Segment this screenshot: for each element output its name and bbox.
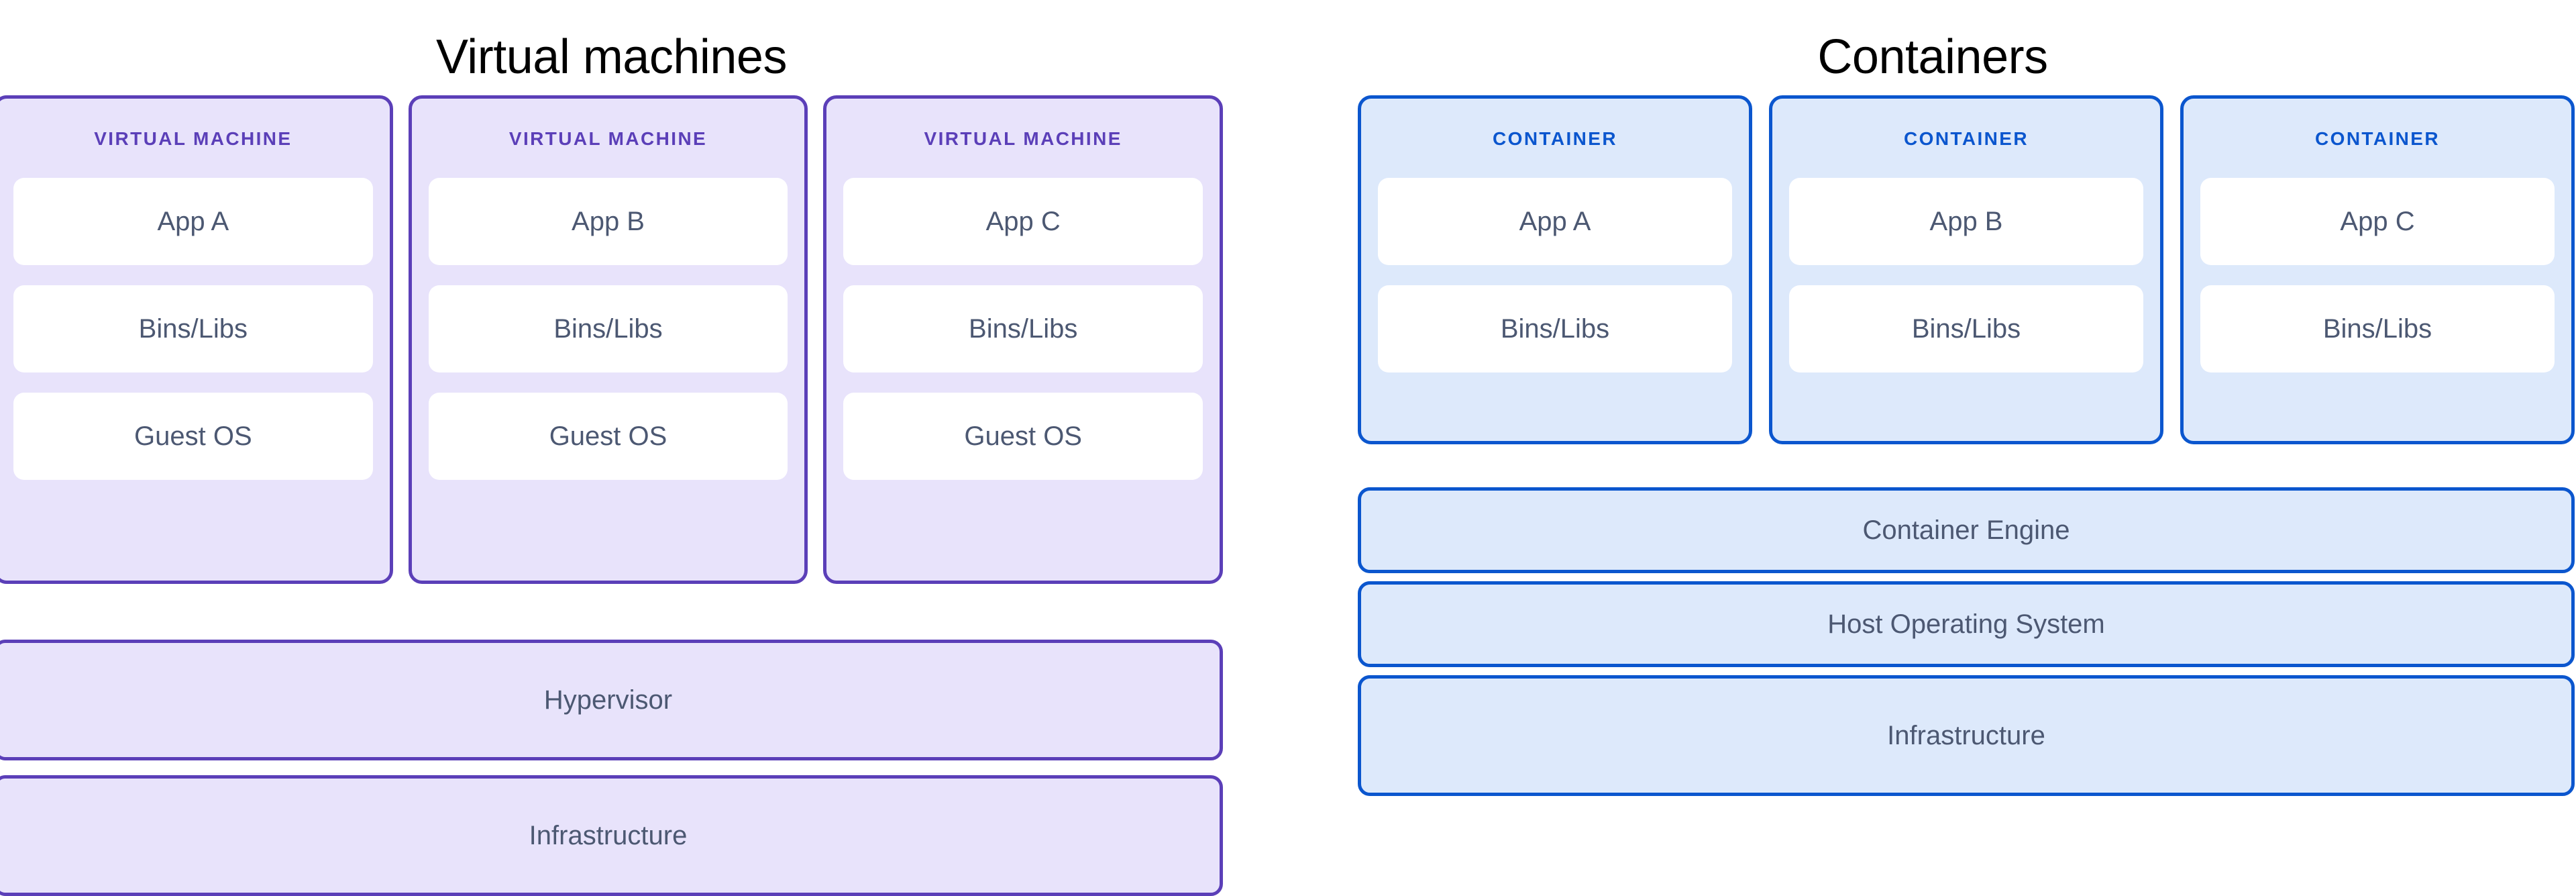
virtual-machine-cards: VIRTUAL MACHINE App A Bins/Libs Guest OS… — [0, 95, 1224, 584]
layer-box-bins-libs: Bins/Libs — [2200, 285, 2555, 372]
virtual-machines-title: Virtual machines — [436, 30, 787, 85]
container-card-label: CONTAINER — [1904, 128, 2029, 149]
layer-box-bins-libs: Bins/Libs — [13, 285, 373, 372]
container-card: CONTAINER App A Bins/Libs — [1358, 95, 1752, 444]
container-infrastructure-bar: Infrastructure — [1358, 675, 2575, 796]
containers-title: Containers — [1817, 30, 2048, 85]
host-operating-system-bar: Host Operating System — [1358, 581, 2575, 667]
virtual-machine-card: VIRTUAL MACHINE App C Bins/Libs Guest OS — [823, 95, 1224, 584]
virtual-machine-card-label: VIRTUAL MACHINE — [508, 128, 708, 149]
layer-box-app: App A — [13, 178, 373, 265]
layer-box-guest-os: Guest OS — [843, 393, 1203, 480]
layer-box-guest-os: Guest OS — [428, 393, 788, 480]
container-engine-bar: Container Engine — [1358, 487, 2575, 573]
virtual-machines-column: Virtual machines VIRTUAL MACHINE App A B… — [0, 0, 1254, 896]
virtual-machine-card: VIRTUAL MACHINE App A Bins/Libs Guest OS — [0, 95, 393, 584]
layer-box-app: App B — [428, 178, 788, 265]
vm-infrastructure-bar: Infrastructure — [0, 775, 1223, 896]
layer-box-guest-os: Guest OS — [13, 393, 373, 480]
virtual-machine-card: VIRTUAL MACHINE App B Bins/Libs Guest OS — [408, 95, 808, 584]
virtual-machine-card-label: VIRTUAL MACHINE — [94, 128, 292, 149]
layer-box-bins-libs: Bins/Libs — [843, 285, 1203, 372]
container-cards: CONTAINER App A Bins/Libs CONTAINER App … — [1358, 95, 2575, 444]
container-card: CONTAINER App B Bins/Libs — [1769, 95, 2163, 444]
layer-box-bins-libs: Bins/Libs — [428, 285, 788, 372]
layer-box-app: App C — [2200, 178, 2555, 265]
container-card: CONTAINER App C Bins/Libs — [2180, 95, 2575, 444]
layer-box-app: App B — [1789, 178, 2143, 265]
layer-box-app: App A — [1378, 178, 1732, 265]
hypervisor-bar: Hypervisor — [0, 640, 1223, 760]
layer-box-app: App C — [843, 178, 1203, 265]
virtual-machine-card-label: VIRTUAL MACHINE — [924, 128, 1122, 149]
layer-box-bins-libs: Bins/Libs — [1378, 285, 1732, 372]
container-card-label: CONTAINER — [1493, 128, 1617, 149]
layer-box-bins-libs: Bins/Libs — [1789, 285, 2143, 372]
container-card-label: CONTAINER — [2315, 128, 2440, 149]
containers-column: Containers — [1254, 0, 2576, 894]
